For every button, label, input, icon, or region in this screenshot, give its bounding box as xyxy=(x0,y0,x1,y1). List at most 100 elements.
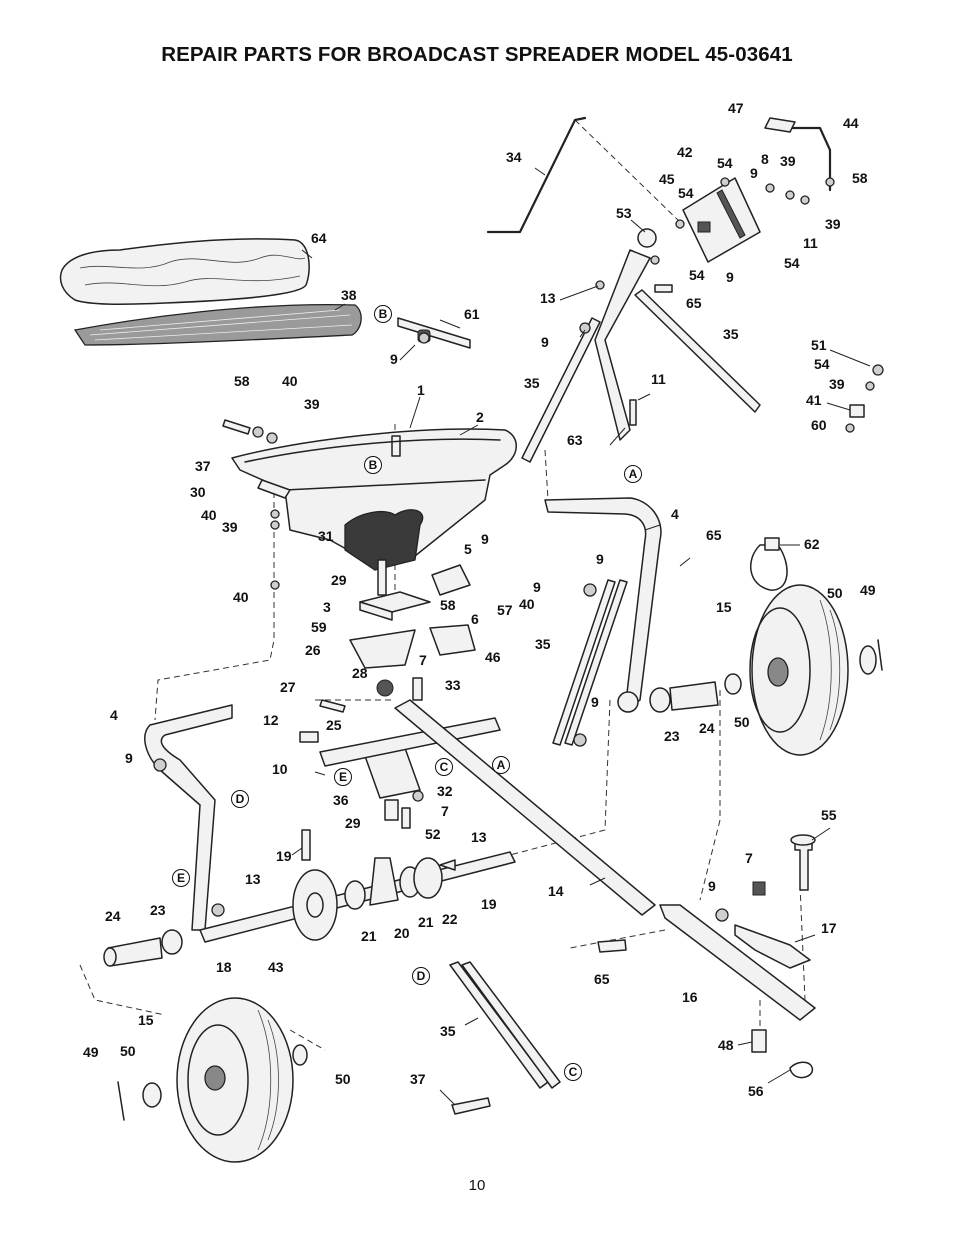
part-label: 63 xyxy=(567,432,583,448)
part-label: 31 xyxy=(318,528,334,544)
ref-marker-d: D xyxy=(412,967,430,985)
leader-lines xyxy=(291,167,871,1106)
part-label: 29 xyxy=(345,815,361,831)
part-label: 65 xyxy=(686,295,702,311)
part-label: 35 xyxy=(723,326,739,342)
part-label: 30 xyxy=(190,484,206,500)
part-label: 58 xyxy=(440,597,456,613)
part-label: 39 xyxy=(222,519,238,535)
support-16-17 xyxy=(597,834,816,1079)
ref-marker-b: B xyxy=(364,456,382,474)
part-label: 9 xyxy=(726,269,734,285)
axle-18 xyxy=(103,829,516,967)
part-label: 9 xyxy=(591,694,599,710)
rod-34 xyxy=(486,116,587,234)
part-label: 1 xyxy=(417,382,425,398)
part-label: 50 xyxy=(120,1043,136,1059)
part-label: 12 xyxy=(263,712,279,728)
ref-marker-e: E xyxy=(334,768,352,786)
part-label: 54 xyxy=(784,255,800,271)
hardware xyxy=(222,177,884,590)
part-label: 3 xyxy=(323,599,331,615)
wheel-15-right xyxy=(649,584,883,756)
part-label: 53 xyxy=(616,205,632,221)
ref-marker-a: A xyxy=(492,756,510,774)
part-label: 32 xyxy=(437,783,453,799)
part-label: 45 xyxy=(659,171,675,187)
part-label: 9 xyxy=(708,878,716,894)
part-label: 54 xyxy=(689,267,705,283)
part-label: 38 xyxy=(341,287,357,303)
part-label: 9 xyxy=(390,351,398,367)
part-label: 13 xyxy=(245,871,261,887)
part-label: 20 xyxy=(394,925,410,941)
part-label: 7 xyxy=(441,803,449,819)
part-label: 17 xyxy=(821,920,837,936)
part-label: 11 xyxy=(651,371,666,387)
part-label: 37 xyxy=(195,458,211,474)
part-label: 11 xyxy=(803,235,818,251)
part-label: 48 xyxy=(718,1037,734,1053)
part-label: 7 xyxy=(419,652,427,668)
part-label: 37 xyxy=(410,1071,426,1087)
part-label: 39 xyxy=(825,216,841,232)
part-label: 58 xyxy=(234,373,250,389)
part-label: 9 xyxy=(533,579,541,595)
part-label: 43 xyxy=(268,959,284,975)
part-label: 24 xyxy=(699,720,715,736)
part-label: 4 xyxy=(671,506,679,522)
handle-63 xyxy=(594,228,657,441)
part-label: 10 xyxy=(272,761,288,777)
page-title: REPAIR PARTS FOR BROADCAST SPREADER MODE… xyxy=(161,43,793,66)
part-label: 47 xyxy=(728,100,744,116)
part-label: 15 xyxy=(138,1012,154,1028)
part-label: 40 xyxy=(233,589,249,605)
part-label: 6 xyxy=(471,611,479,627)
control-plate-42 xyxy=(682,177,761,263)
brace-35-lower xyxy=(449,961,561,1115)
handle-4-left xyxy=(144,704,233,931)
part-label: 65 xyxy=(594,971,610,987)
part-label: 46 xyxy=(485,649,501,665)
hopper-1 xyxy=(231,428,517,571)
part-label: 35 xyxy=(524,375,540,391)
part-label: 51 xyxy=(811,337,827,353)
part-label: 34 xyxy=(506,149,522,165)
part-label: 60 xyxy=(811,417,827,433)
part-label: 54 xyxy=(678,185,694,201)
part-label: 22 xyxy=(442,911,458,927)
page-number: 10 xyxy=(468,1177,486,1194)
part-label: 64 xyxy=(311,230,327,246)
part-label: 9 xyxy=(541,334,549,350)
part-label: 9 xyxy=(596,551,604,567)
part-label: 21 xyxy=(418,914,434,930)
frame-14 xyxy=(394,699,656,916)
part-label: 23 xyxy=(664,728,680,744)
part-label: 35 xyxy=(535,636,551,652)
part-label: 25 xyxy=(326,717,342,733)
part-label: 55 xyxy=(821,807,837,823)
part-label: 19 xyxy=(276,848,292,864)
part-label: 7 xyxy=(745,850,753,866)
part-label: 54 xyxy=(717,155,733,171)
part-label: 4 xyxy=(110,707,118,723)
part-label: 2 xyxy=(476,409,484,425)
bracket-61 xyxy=(397,317,471,349)
part-label: 23 xyxy=(150,902,166,918)
part-label: 9 xyxy=(750,165,758,181)
part-label: 35 xyxy=(440,1023,456,1039)
part-label: 52 xyxy=(425,826,441,842)
part-label: 29 xyxy=(331,572,347,588)
part-label: 24 xyxy=(105,908,121,924)
part-label: 26 xyxy=(305,642,321,658)
part-label: 9 xyxy=(125,750,133,766)
part-label: 40 xyxy=(519,596,535,612)
part-label: 62 xyxy=(804,536,820,552)
part-label: 36 xyxy=(333,792,349,808)
part-label: 42 xyxy=(677,144,693,160)
ref-marker-d: D xyxy=(231,790,249,808)
ref-marker-e: E xyxy=(172,869,190,887)
part-label: 40 xyxy=(201,507,217,523)
part-label: 9 xyxy=(481,531,489,547)
